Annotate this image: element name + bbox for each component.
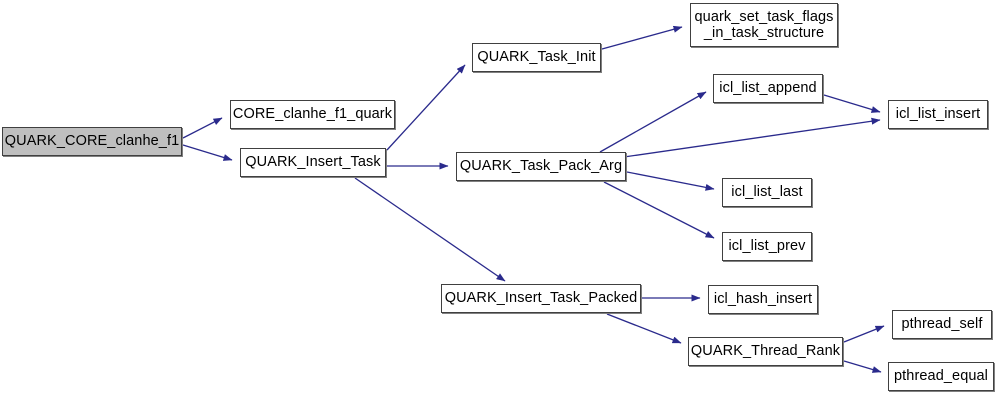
call-edge <box>823 94 881 113</box>
call-edge <box>603 181 715 239</box>
graph-node-pthread-self[interactable]: pthread_self <box>892 310 992 339</box>
graph-node-quark-task-init[interactable]: QUARK_Task_Init <box>472 43 601 72</box>
call-edge <box>386 64 466 151</box>
graph-node-quark-core-clanhe-f1[interactable]: QUARK_CORE_clanhe_f1 <box>2 127 182 156</box>
graph-node-label: QUARK_Insert_Task_Packed <box>444 290 638 307</box>
graph-node-label: icl_list_insert <box>895 106 981 123</box>
graph-node-label: QUARK_CORE_clanhe_f1 <box>4 133 180 150</box>
graph-node-label: QUARK_Thread_Rank <box>690 343 841 360</box>
graph-node-label: icl_list_last <box>731 184 803 201</box>
graph-node-label: QUARK_Task_Pack_Arg <box>459 158 623 175</box>
call-edge <box>606 313 682 344</box>
graph-node-label: pthread_equal <box>893 368 989 385</box>
graph-node-icl-list-last[interactable]: icl_list_last <box>722 178 812 207</box>
call-edge <box>843 360 882 373</box>
call-edge <box>182 144 233 161</box>
graph-node-label: CORE_clanhe_f1_quark <box>232 106 393 123</box>
graph-node-icl-list-prev[interactable]: icl_list_prev <box>722 232 812 261</box>
call-edge <box>626 171 715 191</box>
graph-node-quark-task-pack-arg[interactable]: QUARK_Task_Pack_Arg <box>456 152 626 181</box>
graph-node-pthread-equal[interactable]: pthread_equal <box>888 362 994 391</box>
graph-node-quark-insert-task[interactable]: QUARK_Insert_Task <box>240 148 386 177</box>
graph-node-quark-thread-rank[interactable]: QUARK_Thread_Rank <box>688 337 843 366</box>
graph-node-core-clanhe-f1-quark[interactable]: CORE_clanhe_f1_quark <box>230 100 395 129</box>
graph-node-label: icl_list_append <box>719 80 817 97</box>
graph-node-label: pthread_self <box>901 316 983 333</box>
graph-node-label: icl_list_prev <box>728 238 806 255</box>
graph-node-label: quark_set_task_flags _in_task_structure <box>694 8 834 41</box>
graph-node-label: QUARK_Task_Init <box>477 49 596 66</box>
call-edge <box>601 25 683 50</box>
graph-node-icl-list-append[interactable]: icl_list_append <box>713 74 823 103</box>
graph-node-label: icl_hash_insert <box>713 291 813 308</box>
graph-node-label: QUARK_Insert_Task <box>245 154 381 171</box>
call-edge <box>354 177 506 282</box>
graph-node-icl-list-insert[interactable]: icl_list_insert <box>888 100 988 129</box>
graph-node-quark-insert-task-packed[interactable]: QUARK_Insert_Task_Packed <box>441 284 641 313</box>
call-edge <box>182 117 223 139</box>
graph-node-quark-set-task-flags[interactable]: quark_set_task_flags _in_task_structure <box>690 3 838 47</box>
graph-node-icl-hash-insert[interactable]: icl_hash_insert <box>708 285 818 314</box>
call-edge <box>599 91 707 153</box>
call-edge <box>843 325 885 343</box>
